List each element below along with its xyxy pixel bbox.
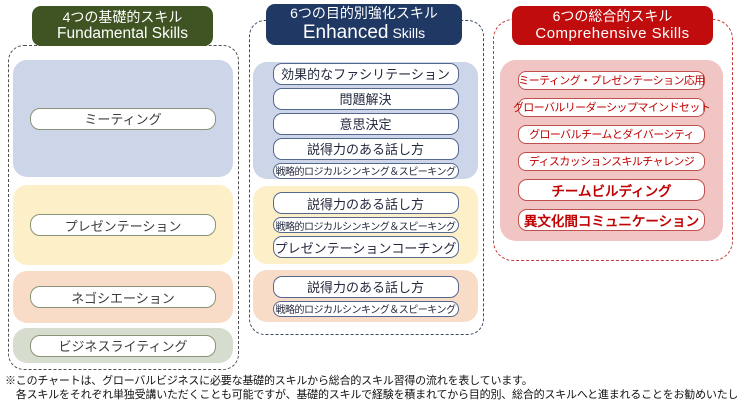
skill-box: 問題解決 — [272, 87, 459, 110]
footnote: ※このチャートは、グローバルビジネスに必要な基礎的スキルから総合的スキル習得の流… — [5, 374, 737, 402]
skill-box: グローバルリーダーシップマインドセット — [513, 97, 711, 117]
skill-box-business-writing: ビジネスライティング — [30, 334, 216, 357]
fundamental-header-en: Fundamental Skills — [57, 25, 188, 43]
skill-box-small: 戦略的ロジカルシンキング＆スピーキング — [272, 217, 459, 233]
enhanced-header-jp: 6つの目的別強化スキル — [290, 5, 438, 22]
fundamental-header: 4つの基礎的スキル Fundamental Skills — [32, 6, 213, 46]
enhanced-header: 6つの目的別強化スキル Enhanced Skills — [266, 4, 462, 45]
enhanced-group-presentation: 説得力のある話し方 戦略的ロジカルシンキング＆スピーキング プレゼンテーションコ… — [253, 186, 478, 264]
enhanced-header-en-big: Enhanced — [302, 21, 389, 43]
skill-box-small: 戦略的ロジカルシンキング＆スピーキング — [272, 300, 459, 317]
footnote-line1: ※このチャートは、グローバルビジネスに必要な基礎的スキルから総合的スキル習得の流… — [5, 375, 533, 387]
skill-box-meeting: ミーティング — [30, 107, 216, 130]
comprehensive-group: ミーティング・プレゼンテーション応用 グローバルリーダーシップマインドセット グ… — [500, 60, 723, 241]
enhanced-group-meeting: 効果的なファシリテーション 問題解決 意思決定 説得力のある話し方 戦略的ロジカ… — [253, 62, 478, 179]
fundamental-group-negotiation: ネゴシエーション — [13, 271, 233, 323]
skill-box: 意思決定 — [272, 112, 459, 135]
skill-box: 異文化間コミュニケーション — [518, 208, 705, 231]
skill-box: 説得力のある話し方 — [272, 137, 459, 160]
enhanced-header-en: Enhanced Skills — [266, 22, 462, 44]
skill-box-negotiation: ネゴシエーション — [30, 286, 216, 308]
skill-box: チームビルディング — [518, 178, 705, 201]
skill-box-presentation: プレゼンテーション — [30, 214, 216, 236]
enhanced-group-negotiation: 説得力のある話し方 戦略的ロジカルシンキング＆スピーキング — [253, 270, 478, 322]
fundamental-group-presentation: プレゼンテーション — [13, 185, 233, 265]
skill-box: プレゼンテーションコーチング — [272, 236, 459, 258]
comprehensive-header: 6つの総合的スキル Comprehensive Skills — [512, 6, 713, 45]
footnote-line2: 各スキルをそれぞれ単独受講いただくことも可能ですが、基礎的スキルで経験を積まれて… — [5, 389, 737, 401]
skill-box: 効果的なファシリテーション — [272, 62, 459, 85]
fundamental-group-business-writing: ビジネスライティング — [13, 328, 233, 363]
comprehensive-header-jp: 6つの総合的スキル — [552, 8, 673, 25]
skill-box: ミーティング・プレゼンテーション応用 — [518, 70, 705, 90]
comprehensive-header-en: Comprehensive Skills — [535, 24, 690, 42]
enhanced-header-en-small: Skills — [392, 24, 426, 41]
skill-box: グローバルチームとダイバーシティ — [518, 124, 705, 144]
skill-box: 説得力のある話し方 — [272, 275, 459, 298]
skill-box-small: 戦略的ロジカルシンキング＆スピーキング — [272, 162, 459, 179]
skill-box: 説得力のある話し方 — [272, 192, 459, 214]
skill-box: ディスカッションスキルチャレンジ — [518, 151, 705, 171]
fundamental-group-meeting: ミーティング — [13, 60, 233, 177]
fundamental-header-jp: 4つの基礎的スキル — [62, 8, 183, 25]
